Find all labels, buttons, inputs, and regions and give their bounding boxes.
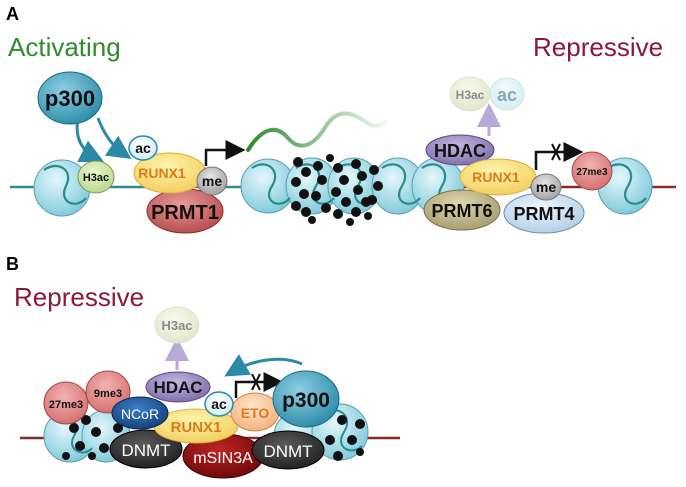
block-cross-b xyxy=(251,373,261,391)
ac-mark-b xyxy=(204,391,234,417)
p300-arrow-to-ac xyxy=(96,117,132,159)
me-label-repressive: me xyxy=(536,179,556,195)
runx1-label-b: RUNX1 xyxy=(171,419,222,436)
repressive-title-b: Repressive xyxy=(14,282,144,312)
ac-released-a-label: ac xyxy=(497,85,517,105)
p300-label: p300 xyxy=(45,86,95,111)
dnmt-complex-left xyxy=(109,429,183,469)
ncor-complex xyxy=(111,396,169,430)
h3ac-released-b-label: H3ac xyxy=(161,318,192,333)
h3ac-label: H3ac xyxy=(83,172,109,184)
dna-methylation-dots-a xyxy=(291,154,383,226)
dnmt-label-right: DNMT xyxy=(263,442,312,461)
runx1-label: RUNX1 xyxy=(138,165,186,181)
block-cross-a xyxy=(551,143,561,161)
prmt6-complex xyxy=(423,189,501,231)
h3k27me3-label-a: 27me3 xyxy=(576,167,608,178)
me-label: me xyxy=(202,173,222,189)
panel-b: B Repressive 27me3 9me3 xyxy=(6,254,400,479)
h3k27me3-mark-b xyxy=(43,381,89,425)
me-mark-repressive xyxy=(530,173,562,201)
h3ac-released-a-label: H3ac xyxy=(456,88,485,102)
ac-label-b: ac xyxy=(211,396,227,412)
hdac-label-a: HDAC xyxy=(434,141,486,161)
panel-b-label: B xyxy=(6,254,19,274)
msin3a-label: mSIN3A xyxy=(193,450,253,467)
hdac-complex-b xyxy=(145,371,211,403)
h3k9me3-label: 9me3 xyxy=(94,388,122,400)
tss-arrow-blocked-b xyxy=(234,372,284,398)
p300-curved-arrow xyxy=(224,354,303,377)
panel-a: A Activating Repressive xyxy=(6,4,676,234)
p300-arrow-to-h3ac xyxy=(75,117,105,163)
prmt4-label: PRMT4 xyxy=(513,204,574,224)
p300-label-b: p300 xyxy=(282,389,330,412)
ac-released-a xyxy=(489,77,525,111)
me-mark xyxy=(196,166,228,196)
prmt1-label: PRMT1 xyxy=(151,202,219,224)
hdac-complex-a xyxy=(425,134,495,166)
prmt6-label: PRMT6 xyxy=(431,201,492,221)
h3ac-mark xyxy=(77,160,115,194)
p300-complex-b xyxy=(272,370,340,428)
runx1-label-repressive: RUNX1 xyxy=(472,169,520,185)
eto-label: ETO xyxy=(241,405,270,421)
p300-complex xyxy=(37,71,103,125)
ac-mark xyxy=(128,135,158,161)
transcript-wave xyxy=(246,111,388,152)
h3ac-released-b xyxy=(154,306,200,344)
activating-title: Activating xyxy=(8,32,121,62)
repressive-title-a: Repressive xyxy=(533,32,663,62)
tss-arrow-active xyxy=(204,140,246,166)
ac-label: ac xyxy=(135,140,151,156)
panel-a-label: A xyxy=(6,4,19,24)
ncor-label: NCoR xyxy=(121,406,159,422)
tss-arrow-blocked-a xyxy=(534,142,584,170)
dnmt-complex-right xyxy=(251,430,325,470)
hdac-label-b: HDAC xyxy=(153,378,202,397)
h3k27me3-label-b: 27me3 xyxy=(49,399,83,411)
dnmt-label-left: DNMT xyxy=(121,441,170,460)
